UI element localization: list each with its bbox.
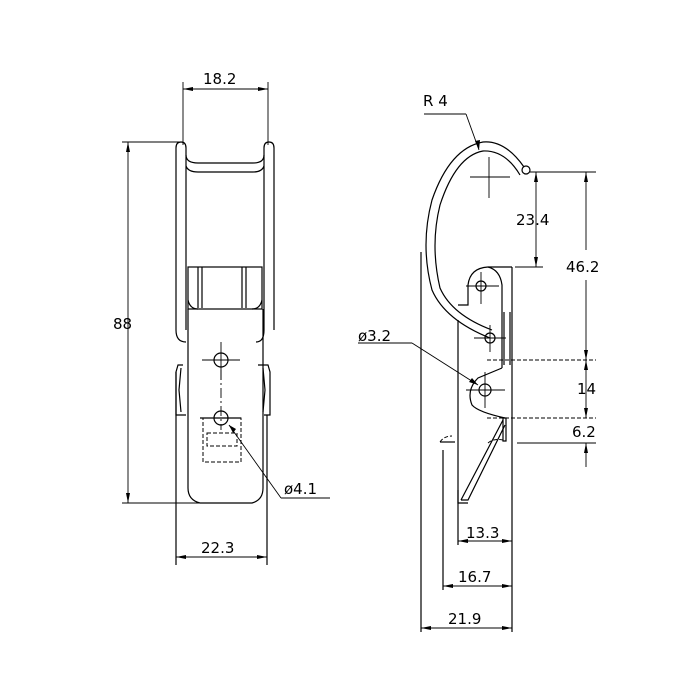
hook-center-mark (470, 157, 510, 198)
side-catch (439, 417, 507, 504)
dim-label-23-4: 23.4 (516, 211, 549, 229)
front-strap (175, 141, 275, 343)
side-cam-plate (466, 367, 506, 419)
dimension-depth-mid: 16.7 (443, 568, 512, 588)
dim-label-46-2: 46.2 (566, 258, 599, 276)
dimension-hook-drop: 23.4 (516, 172, 549, 267)
front-lever-plate (187, 309, 264, 504)
dimension-radius: R 4 (423, 92, 480, 151)
dimension-depth-overall: 21.9 (421, 610, 512, 630)
dim-label-21-9: 21.9 (448, 610, 481, 628)
dimension-depth-inner: 13.3 (458, 524, 512, 543)
dim-label-22-3: 22.3 (201, 539, 234, 557)
dimension-pivot-spacing: 14 (577, 360, 596, 418)
dimension-bottom-width: 22.3 (176, 539, 267, 559)
front-view: 18.2 88 (113, 70, 330, 565)
dimension-pivot-hole-diameter: ø3.2 (358, 327, 479, 386)
dim-label-4-1: ø4.1 (284, 480, 317, 498)
dim-label-r4: R 4 (423, 92, 448, 110)
dimension-hook-to-pivot: 46.2 (566, 172, 599, 360)
dimension-hole-diameter: ø4.1 (228, 424, 330, 499)
dim-label-88: 88 (113, 315, 132, 333)
side-extension-lines (487, 171, 596, 444)
dim-label-18-2: 18.2 (203, 70, 236, 88)
dimension-overall-height: 88 (113, 141, 200, 504)
front-side-tabs (175, 364, 271, 565)
dim-label-13-3: 13.3 (466, 524, 499, 542)
dim-label-6-2: 6.2 (572, 423, 596, 441)
dim-label-16-7: 16.7 (458, 568, 491, 586)
side-view: R 4 (358, 92, 599, 632)
dim-label-14: 14 (577, 380, 596, 398)
dim-label-3-2: ø3.2 (358, 327, 391, 345)
side-lever-body (458, 266, 512, 368)
dimension-lower-offset: 6.2 (572, 423, 596, 467)
side-hook-wire (425, 141, 531, 339)
side-base-plate (420, 252, 513, 632)
front-roller (187, 266, 263, 310)
dimension-top-width: 18.2 (182, 70, 269, 145)
